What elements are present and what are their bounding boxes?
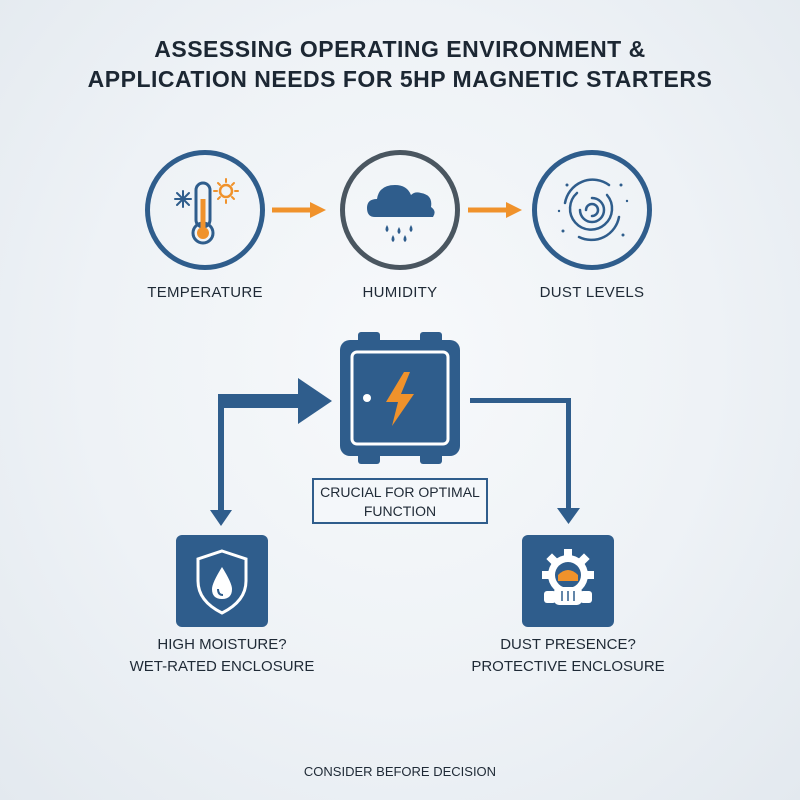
crucial-caption-box: CRUCIAL FOR OPTIMAL FUNCTION	[312, 478, 488, 524]
dust-recommendation: PROTECTIVE ENCLOSURE	[471, 658, 665, 675]
left-branch-arrow	[210, 378, 332, 526]
factor-label-dust-levels: DUST LEVELS	[539, 284, 645, 301]
page-title: ASSESSING OPERATING ENVIRONMENT & APPLIC…	[0, 34, 800, 94]
moisture-recommendation: WET-RATED ENCLOSURE	[129, 658, 315, 675]
orange-arrow-2	[468, 202, 522, 218]
thermometer-snowflake-sun-icon	[174, 178, 239, 245]
crucial-caption-line-1: CRUCIAL FOR OPTIMAL	[320, 484, 480, 500]
temperature-circle	[145, 150, 265, 270]
gear-respirator-icon	[542, 549, 594, 605]
dust-caption: DUST PRESENCE? PROTECTIVE ENCLOSURE	[446, 634, 690, 678]
footer-note: CONSIDER BEFORE DECISION	[303, 764, 497, 779]
dust-swirl-icon	[557, 178, 629, 242]
rain-cloud-icon	[367, 185, 435, 242]
dust-levels-circle	[532, 150, 652, 270]
electrical-enclosure-icon	[340, 332, 460, 464]
moisture-question: HIGH MOISTURE?	[157, 636, 287, 653]
right-branch-arrow	[470, 398, 580, 524]
shield-water-drop-icon	[196, 549, 248, 615]
factor-label-humidity: HUMIDITY	[362, 284, 438, 301]
moisture-caption: HIGH MOISTURE? WET-RATED ENCLOSURE	[100, 634, 344, 678]
orange-arrow-1	[272, 202, 326, 218]
moisture-tile	[176, 535, 268, 627]
title-line-1: ASSESSING OPERATING ENVIRONMENT &	[154, 36, 646, 62]
factor-label-temperature: TEMPERATURE	[147, 284, 263, 301]
crucial-caption-line-2: FUNCTION	[363, 503, 437, 519]
title-line-2: APPLICATION NEEDS FOR 5HP MAGNETIC START…	[87, 66, 713, 92]
dust-tile	[522, 535, 614, 627]
dust-question: DUST PRESENCE?	[500, 636, 636, 653]
humidity-circle	[340, 150, 460, 270]
